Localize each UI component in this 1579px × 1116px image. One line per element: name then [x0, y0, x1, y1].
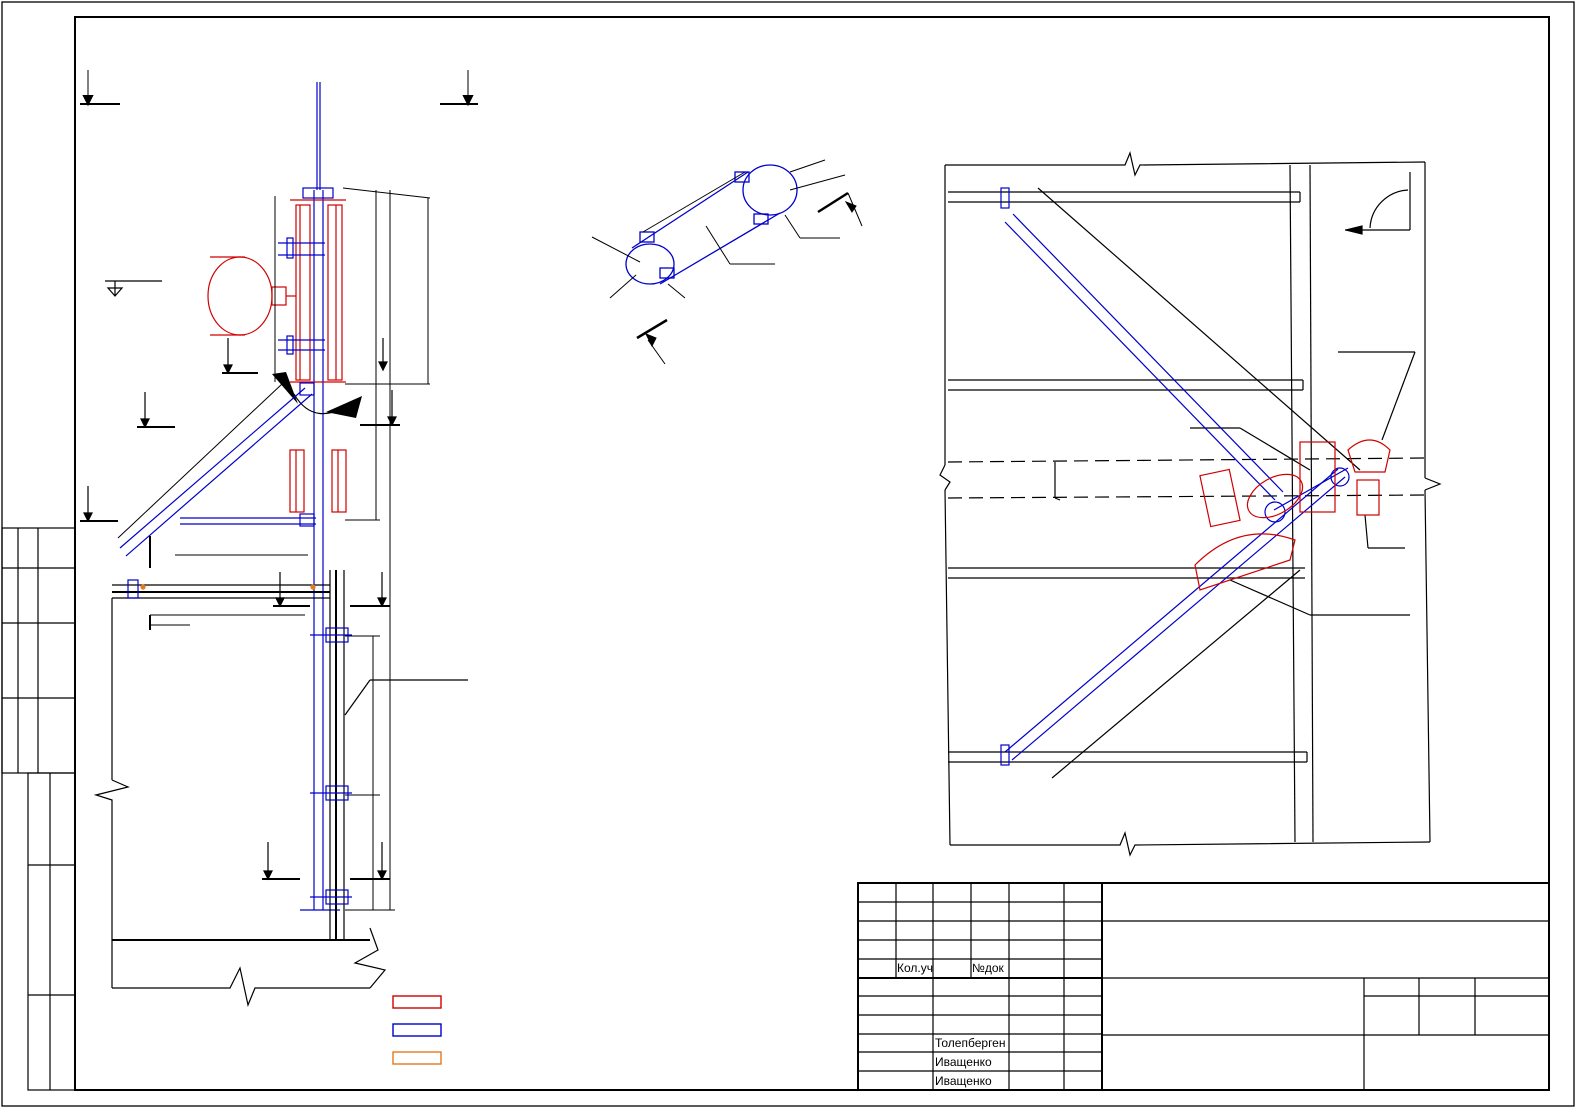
legend-swatch-existing	[392, 995, 442, 1009]
section-markers-beam	[273, 572, 390, 608]
elevation-dimensions	[274, 187, 431, 911]
brace-dimensions	[117, 383, 308, 630]
support-post	[329, 570, 345, 940]
clamp-detail	[591, 159, 863, 365]
legend-swatch-other	[392, 1051, 442, 1065]
antenna-brackets	[278, 237, 325, 355]
antenna-panel-lower	[289, 449, 347, 513]
title-block	[857, 882, 1550, 1091]
dish-antenna	[207, 256, 296, 336]
title-header-kol: Кол.уч	[897, 961, 933, 975]
post-clamps	[310, 627, 352, 905]
section-markers-bottom	[262, 842, 390, 881]
section-marker-top-left	[80, 70, 120, 107]
section-markers-mid	[80, 280, 400, 523]
diagonal-brace	[119, 382, 316, 557]
wall-outline	[93, 598, 387, 1008]
title-name-1: Толепберген	[935, 1036, 1005, 1050]
section-marker-top-right	[440, 70, 478, 107]
title-header-ndok: №док	[972, 961, 1005, 975]
horizontal-beam	[112, 579, 330, 599]
mast	[300, 82, 340, 911]
antenna-panel-upper	[290, 199, 346, 383]
title-name-3: Иващенко	[935, 1074, 992, 1088]
elevation-view	[80, 70, 478, 1008]
left-margin-stamp	[1, 527, 76, 1091]
legend	[392, 995, 442, 1065]
post-leader	[344, 679, 371, 716]
plan-view	[939, 151, 1442, 857]
title-name-2: Иващенко	[935, 1055, 992, 1069]
legend-swatch-new	[392, 1023, 442, 1037]
angle-arrows	[272, 372, 362, 418]
angle-arc	[293, 393, 357, 415]
